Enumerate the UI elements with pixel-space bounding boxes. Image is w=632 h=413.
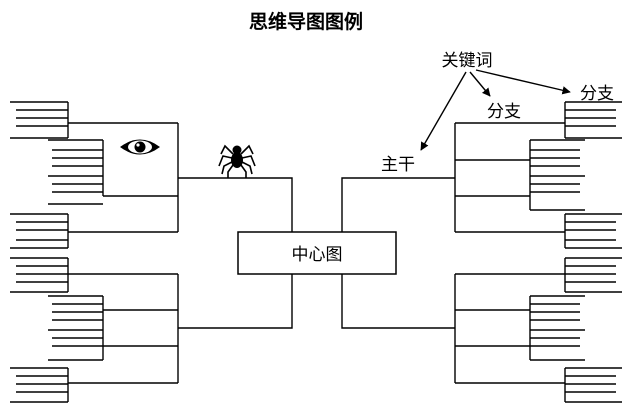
center-node-label: 中心图 <box>292 245 343 265</box>
label-keyword: 关键词 <box>442 51 493 71</box>
label-trunk: 主干 <box>381 155 415 175</box>
diagram-title: 思维导图图例 <box>249 10 363 33</box>
right-bottom-branch-cluster <box>454 257 622 403</box>
annotation-arrows <box>420 69 571 151</box>
leaf-lines-right-bottom <box>530 257 622 403</box>
label-branch-mid: 分支 <box>487 102 521 122</box>
leaf-lines-right-top <box>530 101 622 249</box>
eye-icon <box>120 139 160 155</box>
center-node-box <box>237 231 397 275</box>
spider-icon <box>218 144 256 178</box>
right-top-branch-cluster <box>454 101 622 249</box>
left-bottom-branch-cluster <box>10 257 179 403</box>
leaf-lines-left-top <box>10 101 103 249</box>
left-top-branch-cluster <box>10 101 179 249</box>
label-branch-right: 分支 <box>580 84 614 104</box>
leaf-lines-left-bottom <box>10 257 103 403</box>
main-trunk-lines <box>178 177 455 329</box>
